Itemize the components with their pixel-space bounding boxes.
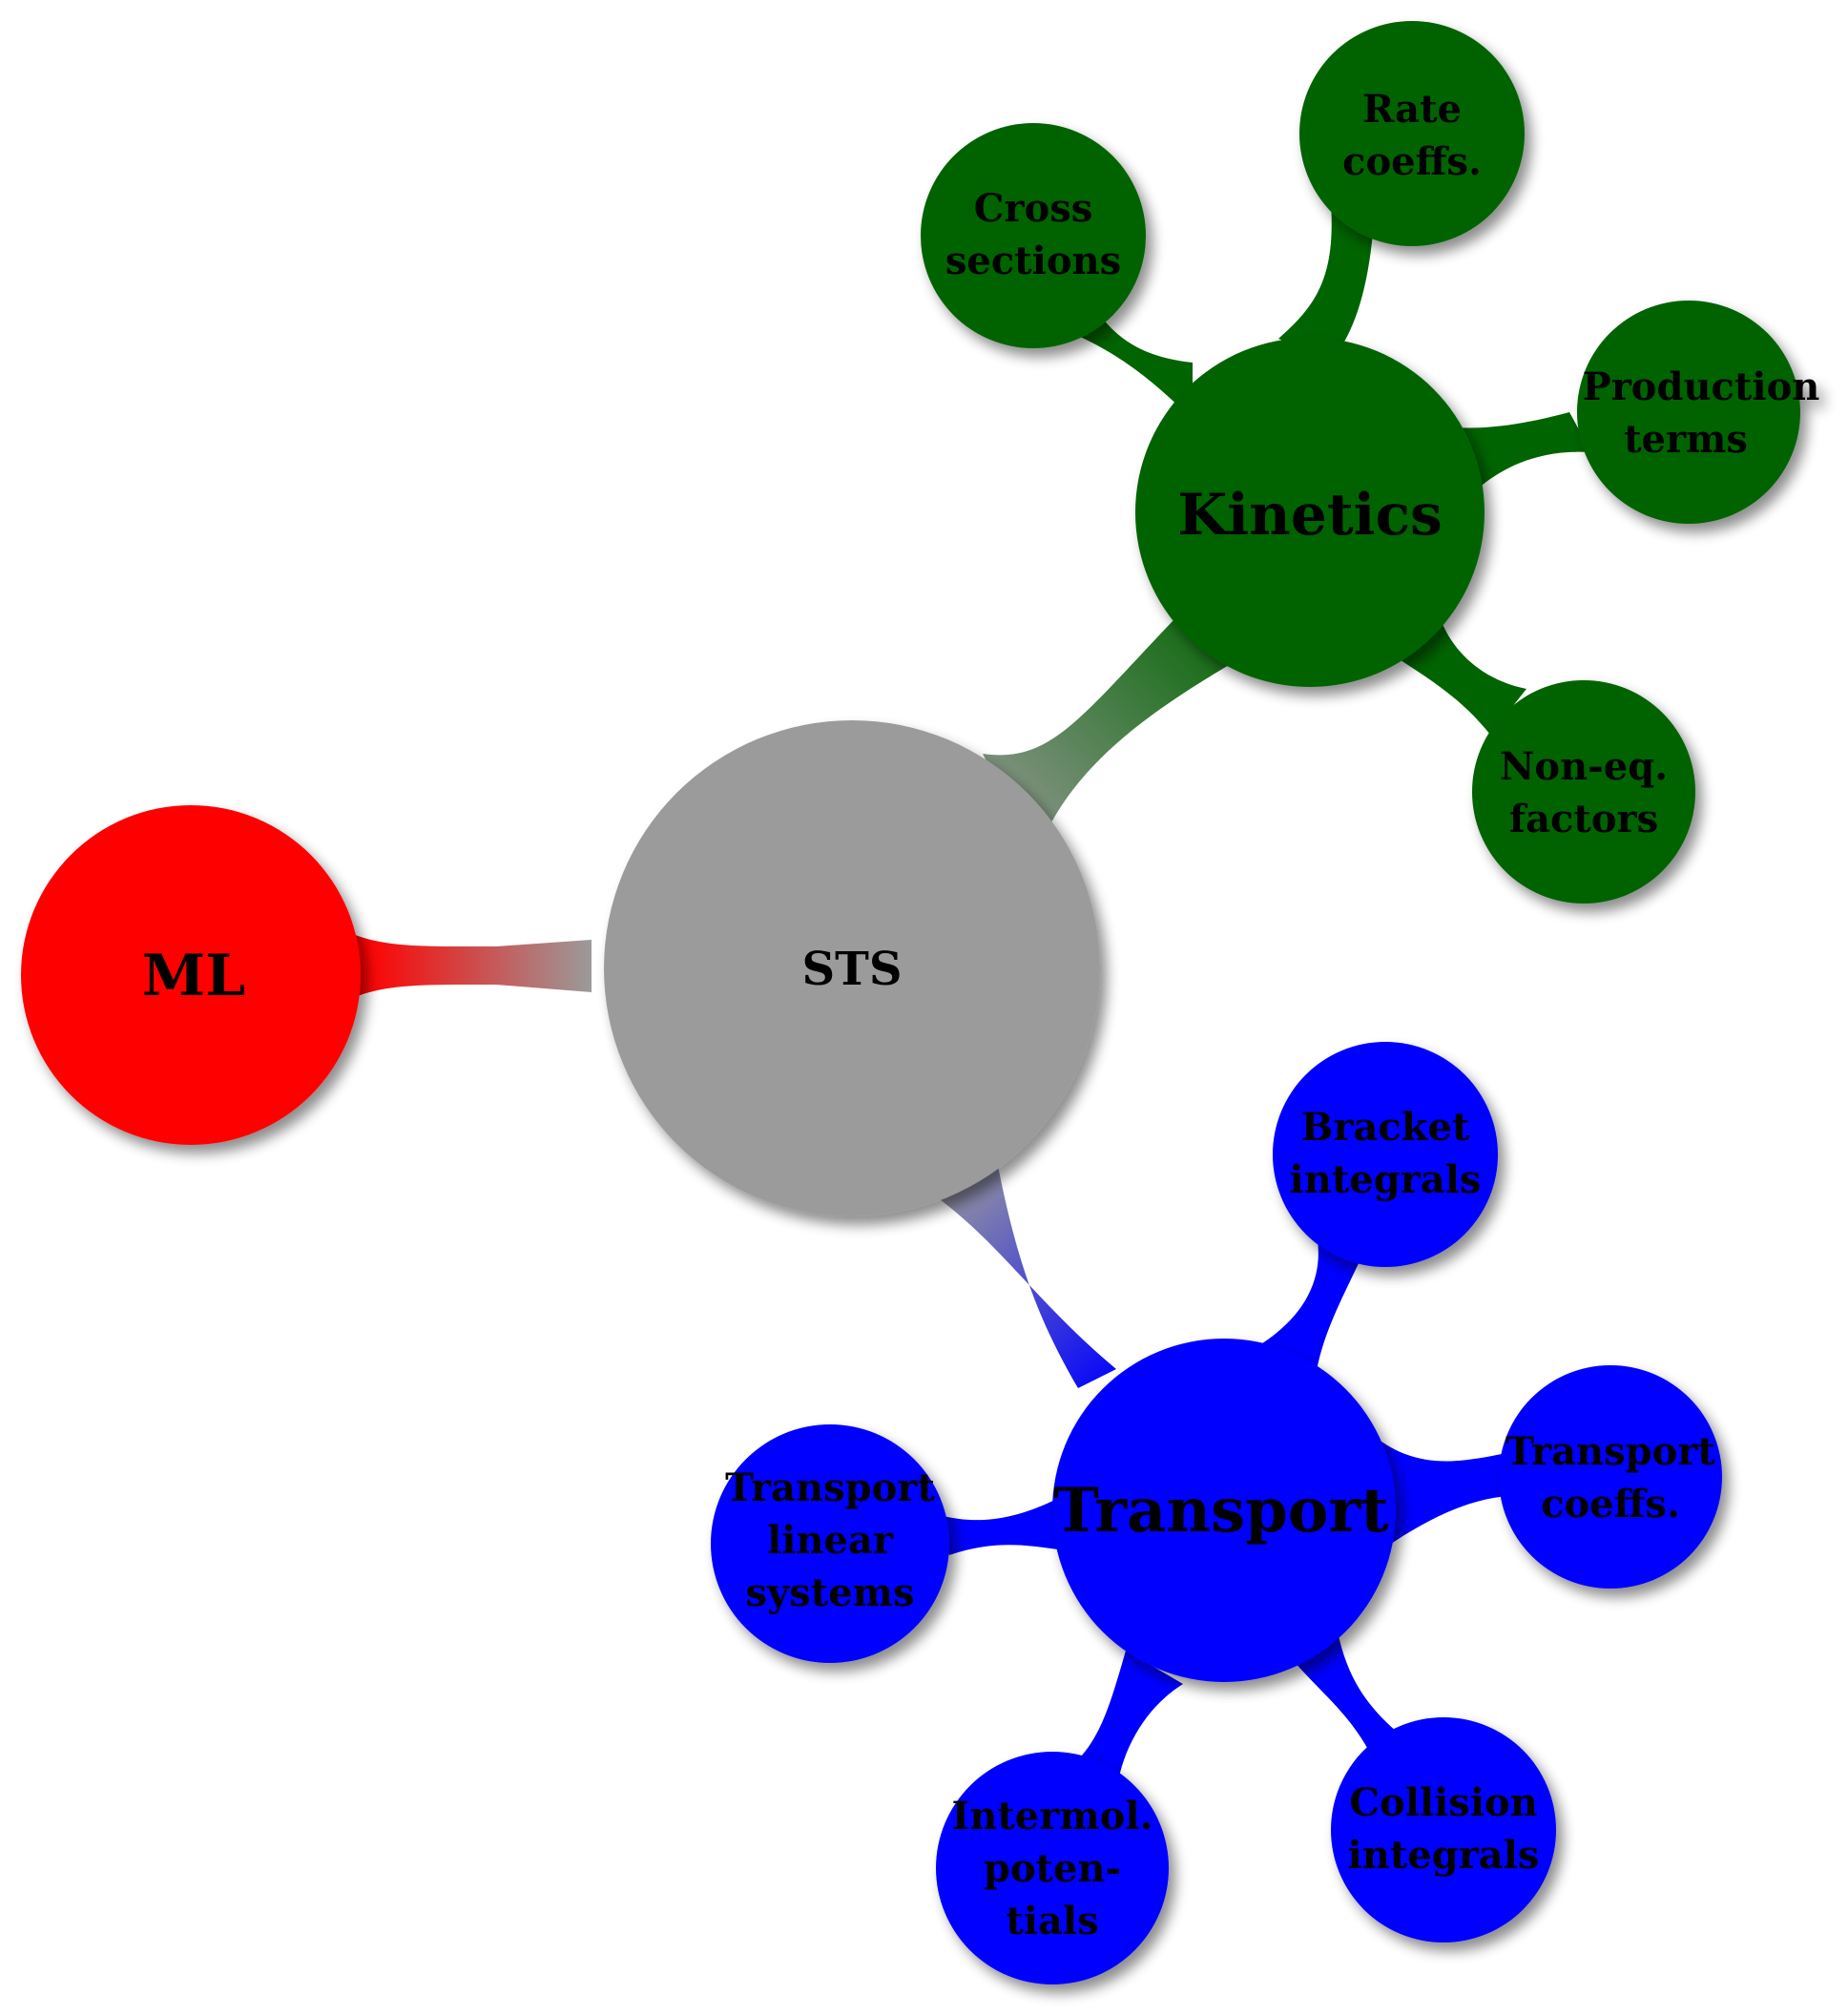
transport-children: Bracket integrals Transport coeffs. Coll… — [711, 1042, 1722, 1984]
connector-kinetics-cross-sections — [1078, 303, 1193, 420]
center-node-label: STS — [801, 943, 902, 996]
center-node-circle — [604, 720, 1100, 1216]
transport-child-label: linear — [767, 1518, 894, 1563]
kinetics-child-rate-coeffs: Rate coeffs. — [1299, 21, 1525, 246]
transport-child-collision-integrals: Collision integrals — [1331, 1717, 1556, 1942]
kinetics-child-non-eq-factors-circle — [1472, 680, 1695, 904]
transport-node-circle — [1052, 1339, 1396, 1682]
transport-child-label: systems — [745, 1570, 914, 1615]
kinetics-child-production-terms: Production terms — [1577, 301, 1819, 524]
kinetics-child-label: Non-eq. — [1500, 744, 1668, 789]
kinetics-child-label: sections — [945, 239, 1121, 283]
kinetics-child-label: Production — [1583, 364, 1820, 409]
kinetics-node-label: Kinetics — [1177, 482, 1443, 549]
ml-node: ML — [21, 805, 361, 1145]
kinetics-children: Cross sections Rate coeffs. Production t… — [921, 21, 1819, 904]
connector-transport-linear-systems — [940, 1498, 1064, 1555]
connector-transport-collision-integrals — [1293, 1622, 1412, 1770]
transport-child-label: Transport — [725, 1465, 935, 1510]
connector-transport-transport-coeffs — [1374, 1436, 1525, 1546]
transport-child-bracket-integrals: Bracket integrals — [1273, 1042, 1498, 1267]
transport-child-intermol-potentials: Intermol. poten- tials — [936, 1752, 1169, 1984]
connector-kinetics-rate-coeffs — [1278, 202, 1374, 361]
transport-child-intermol-potentials-circle — [936, 1752, 1169, 1984]
transport-child-label: Transport — [1505, 1429, 1715, 1474]
transport-child-label: Intermol. — [952, 1794, 1153, 1838]
transport-child-transport-coeffs: Transport coeffs. — [1499, 1365, 1722, 1589]
kinetics-node-circle — [1135, 338, 1485, 687]
kinetics-node: Kinetics — [1135, 338, 1485, 687]
kinetics-child-production-terms-circle — [1577, 301, 1800, 524]
transport-child-collision-integrals-circle — [1331, 1717, 1556, 1942]
connector-transport-bracket-integrals — [1259, 1226, 1360, 1381]
kinetics-child-label: terms — [1624, 417, 1748, 462]
kinetics-child-rate-coeffs-circle — [1299, 21, 1525, 246]
transport-child-label: Bracket — [1301, 1105, 1470, 1150]
connector-sts-kinetics — [983, 620, 1240, 859]
transport-child-label: integrals — [1290, 1157, 1482, 1202]
transport-child-label: tials — [1006, 1899, 1098, 1943]
transport-node: Transport — [1052, 1339, 1396, 1682]
transport-child-transport-coeffs-circle — [1499, 1365, 1722, 1589]
transport-connectors — [940, 1226, 1525, 1794]
connector-sts-transport — [916, 1135, 1116, 1388]
transport-node-label: Transport — [1053, 1475, 1389, 1547]
center-node: STS — [604, 720, 1100, 1216]
transport-child-label: integrals — [1348, 1833, 1540, 1878]
kinetics-child-label: factors — [1509, 797, 1658, 841]
kinetics-child-cross-sections-circle — [921, 123, 1146, 348]
transport-child-linear-systems-circle — [711, 1424, 949, 1663]
transport-child-label: coeffs. — [1541, 1482, 1680, 1527]
transport-child-linear-systems: Transport linear systems — [711, 1424, 949, 1663]
ml-node-circle — [21, 805, 361, 1145]
transport-child-label: poten- — [984, 1846, 1121, 1891]
kinetics-child-label: Rate — [1362, 87, 1462, 132]
connector-transport-intermol-potentials — [1064, 1651, 1183, 1794]
kinetics-child-label: Cross — [974, 186, 1093, 231]
transport-child-label: Collision — [1349, 1780, 1538, 1825]
connector-ml-sts — [315, 911, 592, 1021]
kinetics-child-label: coeffs. — [1342, 139, 1482, 184]
ml-node-label: ML — [142, 943, 246, 1009]
transport-child-bracket-integrals-circle — [1273, 1042, 1498, 1267]
kinetics-child-non-eq-factors: Non-eq. factors — [1472, 680, 1695, 904]
kinetics-child-cross-sections: Cross sections — [921, 123, 1146, 348]
